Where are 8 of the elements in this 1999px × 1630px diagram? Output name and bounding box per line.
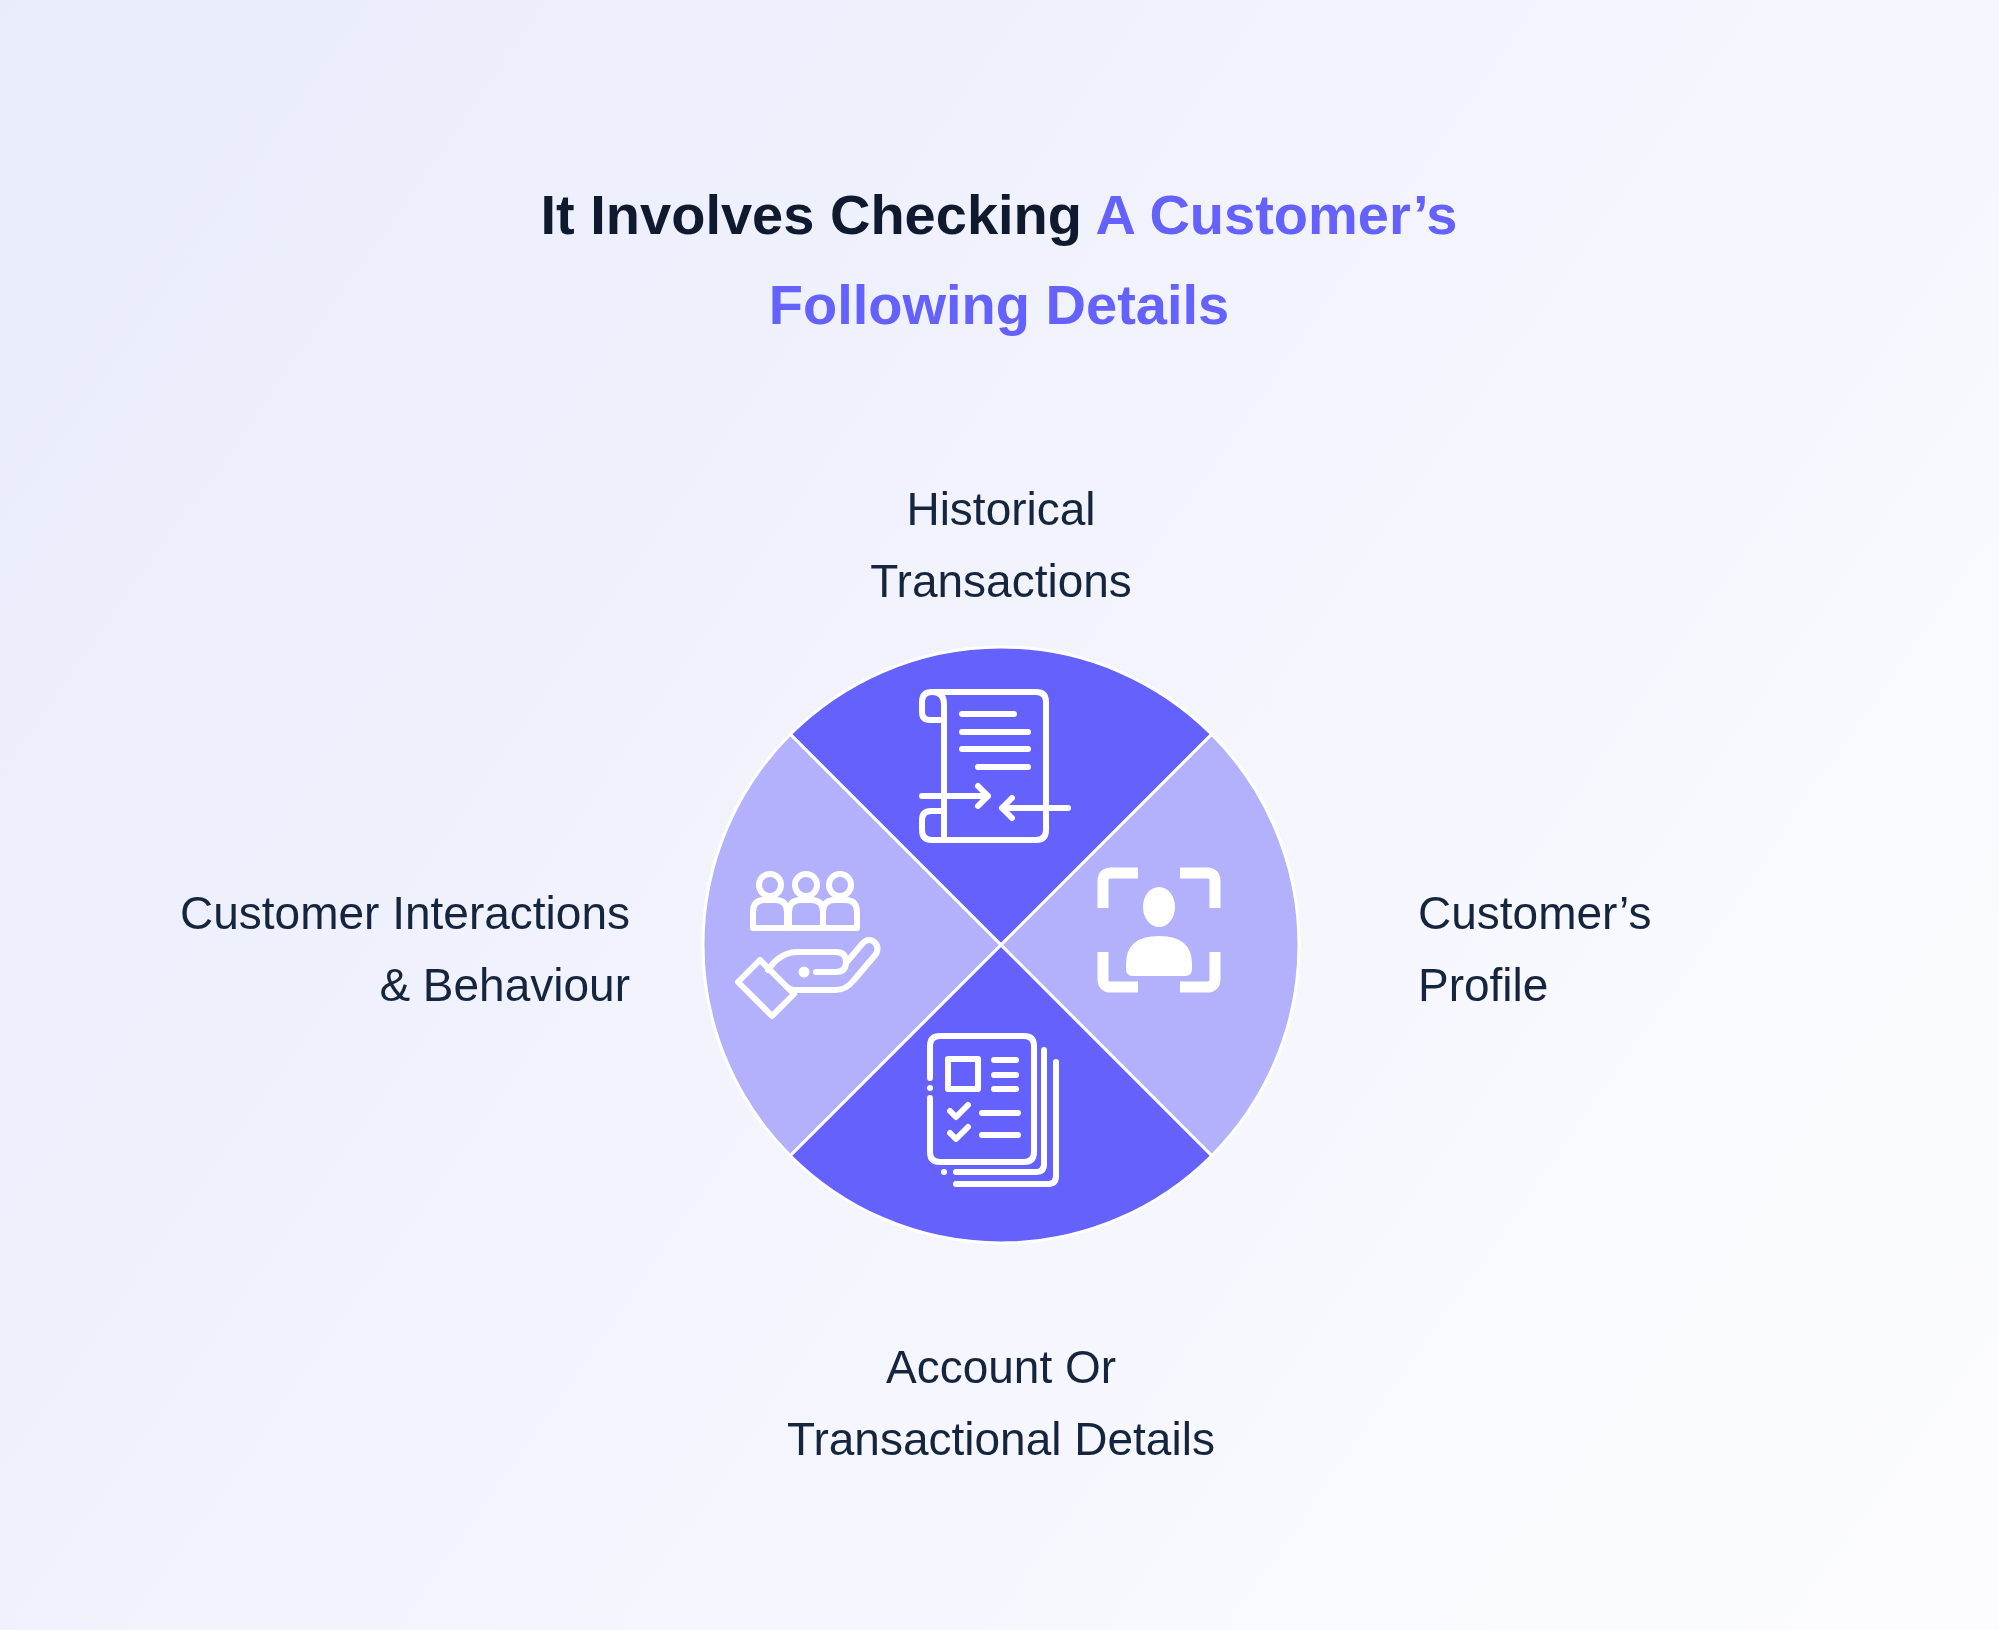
segment-label: Historical Transactions: [869, 482, 1133, 609]
pie-sector: [788, 943, 1214, 1244]
pie-sector: [702, 732, 1003, 1158]
segment-label: Account Or Transactional Details: [786, 1340, 1216, 1467]
segment-label: Customer’s Profile: [1418, 886, 1653, 1013]
segment-label: Customer Interactions & Behaviour: [179, 886, 630, 1013]
title: It Involves Checking A Customer’s Following Details: [539, 182, 1459, 338]
pie-sector: [999, 732, 1300, 1158]
